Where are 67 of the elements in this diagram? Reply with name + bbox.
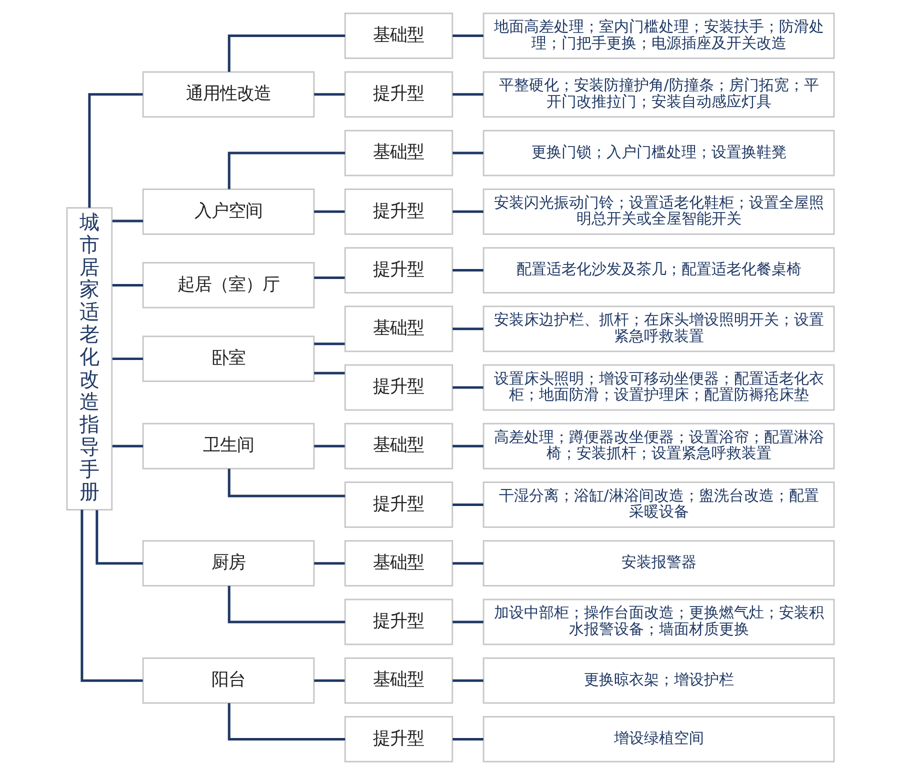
connector [112,444,143,448]
connector [452,738,483,740]
node-box: 提升型 [344,247,453,294]
node-box: 提升型 [344,482,453,528]
node-box: 更换门锁；入户门槛处理；设置换鞋凳 [482,130,834,176]
node-box: 通用性改造 [142,71,314,118]
connector [112,358,143,360]
connector [227,152,345,190]
node-box: 干湿分离；浴缸/淋浴间改造；盥洗台改造；配置采暖设备 [482,482,834,528]
connector [314,562,344,565]
node-box: 卧室 [142,336,314,382]
connector [314,210,344,213]
connector [314,372,344,374]
node-box: 加设中部柜；操作台面改造；更换燃气灶；安装积水报警设备；墙面材质更换 [482,598,834,646]
connector [452,34,483,38]
connector [452,679,483,682]
connector [314,93,344,96]
node-box: 安装闪光振动门铃；设置适老化鞋柜；设置全屋照明总开关或全屋智能开关 [482,188,834,235]
node-box: 厨房 [142,540,314,587]
node-box: 地面高差处理；室内门槛处理；安装扶手；防滑处理；门把手更换；电源插座及开关改造 [482,12,834,59]
connector [95,510,142,565]
node-box: 基础型 [344,657,453,704]
connector [80,510,142,682]
node-box: 基础型 [344,12,453,59]
node-box: 卫生间 [142,422,314,470]
connector [452,620,483,624]
node-box: 基础型 [344,540,453,587]
node-box: 起居（室）厅 [142,262,314,308]
connector [227,703,345,740]
node-box: 高差处理；蹲便器改坐便器；设置浴帘；配置淋浴椅；安装抓杆；设置紧急呼救装置 [482,422,834,470]
node-box: 阳台 [142,657,314,704]
node-box: 城市居家适老化改造指导手册 [66,207,112,510]
node-box: 提升型 [344,364,453,411]
connector [314,444,344,448]
connector [88,93,142,208]
node-box: 安装报警器 [482,540,834,587]
connector [452,269,483,272]
connector [452,386,483,389]
node-box: 平整硬化；安装防撞护角/防撞条；房门拓宽；平开门改推拉门；安装自动感应灯具 [482,71,834,118]
connector [112,284,143,286]
node-box: 提升型 [344,598,453,646]
connector [227,34,345,72]
connector [452,444,483,448]
node-box: 更换晾衣架；增设护栏 [482,657,834,704]
node-box: 安装床边护栏、抓杆；在床头增设照明开关；设置紧急呼救装置 [482,306,834,352]
node-box: 设置床头照明；增设可移动坐便器；配置适老化衣柜；地面防滑；设置护理床；配置防褥疮床垫 [482,364,834,411]
connector [452,503,483,506]
connector [314,342,344,346]
connector [112,220,143,222]
node-box: 提升型 [344,716,453,762]
connector [452,562,483,565]
node-box: 基础型 [344,130,453,176]
connector [314,679,344,682]
node-box: 基础型 [344,306,453,352]
connector [452,93,483,96]
node-box: 提升型 [344,71,453,118]
connector [452,210,483,213]
node-box: 提升型 [344,188,453,235]
connector [452,152,483,154]
node-box: 配置适老化沙发及茶几；配置适老化餐桌椅 [482,247,834,294]
connector [227,586,345,624]
node-box: 基础型 [344,422,453,470]
connector [452,328,483,330]
connector [314,276,344,279]
node-box: 入户空间 [142,188,314,235]
node-box: 增设绿植空间 [482,716,834,762]
connector [227,468,345,498]
